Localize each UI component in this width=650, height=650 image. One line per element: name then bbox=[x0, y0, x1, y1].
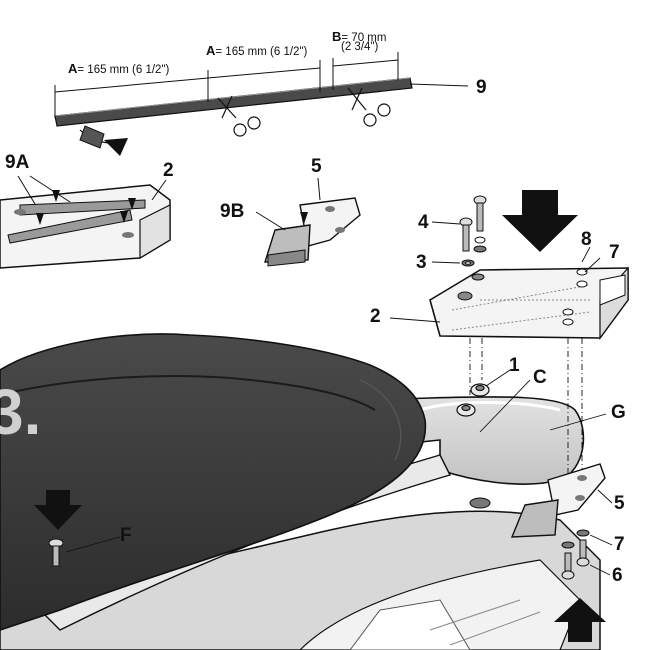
screws-6 bbox=[561, 529, 590, 580]
label-g: G bbox=[611, 402, 626, 423]
scooter-body bbox=[0, 510, 601, 650]
dimension-a1-letter: A bbox=[68, 61, 78, 76]
screws-4 bbox=[459, 195, 487, 267]
screw-f bbox=[48, 538, 64, 567]
dimension-a1-text: = 165 mm (6 1/2") bbox=[77, 64, 170, 76]
label-7-bottom: 7 bbox=[614, 534, 625, 555]
dimension-lines bbox=[54, 52, 469, 118]
down-arrow-f-icon bbox=[34, 490, 82, 530]
dimension-b-inches: (2 3/4") bbox=[341, 41, 379, 53]
leader-lines bbox=[65, 221, 613, 576]
mounting-plate bbox=[429, 266, 629, 340]
dimension-a2-letter: A bbox=[206, 43, 216, 58]
step-number: 3. bbox=[0, 376, 42, 448]
label-8: 8 bbox=[581, 229, 592, 250]
label-2-right: 2 bbox=[370, 306, 381, 327]
rubber-strip bbox=[54, 77, 413, 149]
label-3: 3 bbox=[416, 252, 427, 273]
curved-arrow-icon bbox=[104, 138, 128, 156]
label-6: 6 bbox=[612, 565, 623, 586]
label-7-top: 7 bbox=[609, 242, 620, 263]
plate-9a bbox=[0, 175, 171, 269]
dimension-b-letter: B bbox=[332, 29, 342, 44]
label-c: C bbox=[533, 367, 547, 388]
label-4: 4 bbox=[418, 212, 429, 233]
seat bbox=[0, 333, 427, 631]
label-f: F bbox=[120, 525, 132, 546]
label-5-bottom: 5 bbox=[614, 493, 625, 514]
down-arrow-icon bbox=[502, 190, 578, 252]
bracket-9b bbox=[255, 177, 361, 267]
label-1: 1 bbox=[509, 355, 520, 376]
label-9b: 9B bbox=[220, 201, 245, 222]
guide-lines bbox=[469, 338, 583, 480]
scissors-icon bbox=[217, 87, 391, 137]
dimension-a2: A= 165 mm (6 1/2") bbox=[206, 44, 307, 59]
label-9: 9 bbox=[476, 77, 487, 98]
dimension-a1: A= 165 mm (6 1/2") bbox=[68, 62, 169, 77]
dimension-b-text: = 70 mm bbox=[341, 32, 387, 44]
label-2-top: 2 bbox=[163, 160, 174, 181]
dimension-a2-text: = 165 mm (6 1/2") bbox=[215, 46, 308, 58]
label-9a: 9A bbox=[5, 152, 30, 173]
up-arrow-icon bbox=[554, 598, 606, 642]
dimension-b: B= 70 mm bbox=[332, 30, 386, 45]
spacers-1 bbox=[456, 383, 490, 417]
bracket-5-lower bbox=[510, 463, 606, 538]
label-5-top: 5 bbox=[311, 156, 322, 177]
